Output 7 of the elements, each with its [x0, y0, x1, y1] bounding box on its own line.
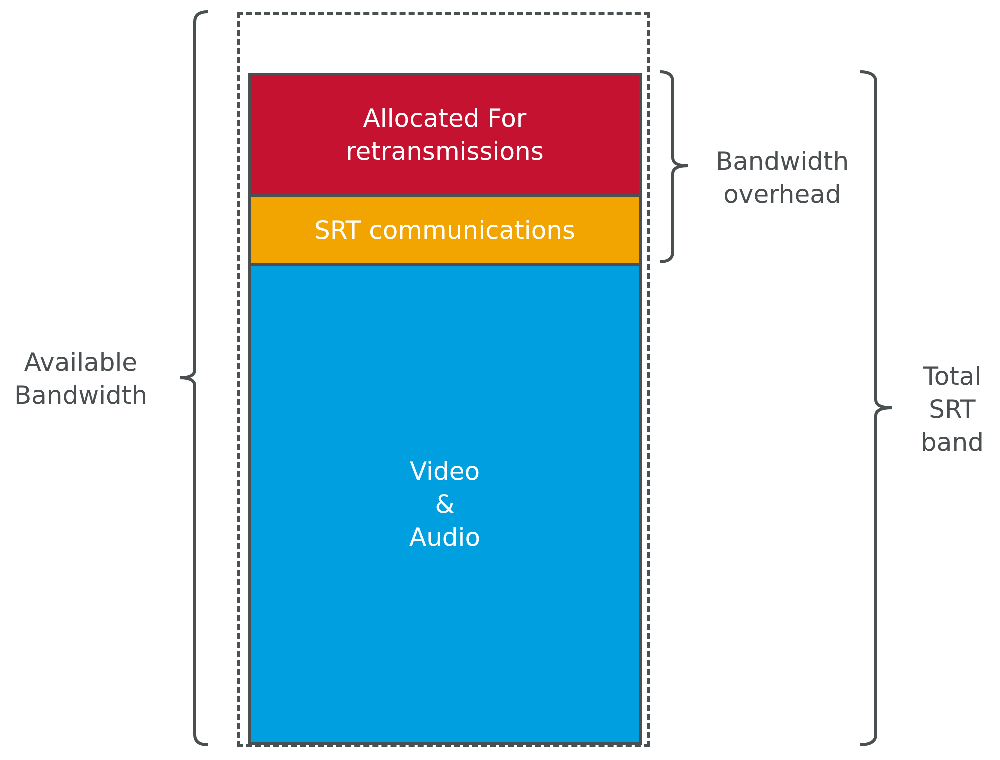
bracket-label: Total SRT band: [920, 361, 985, 459]
bracket-label: Available Bandwidth: [13, 347, 149, 412]
bracket-label: Bandwidth overhead: [714, 146, 850, 211]
dashed-frame: [237, 12, 650, 747]
band: Video & Audio: [248, 263, 642, 745]
band: Allocated For retransmissions: [248, 73, 642, 197]
band: SRT communications: [248, 194, 642, 266]
